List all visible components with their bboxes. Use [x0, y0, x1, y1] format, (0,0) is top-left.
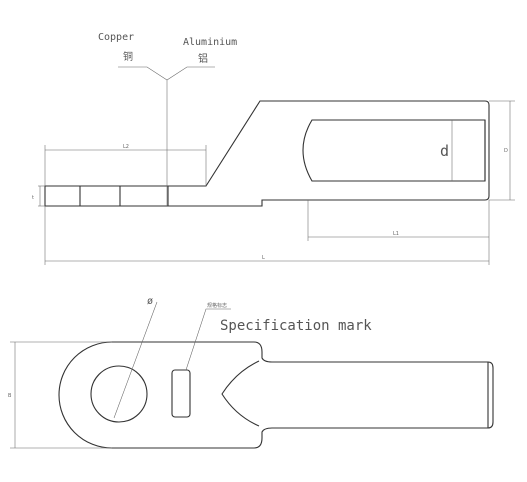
dim-L2: L2 [123, 144, 129, 150]
top-plan-view: ø B 规格标志 Specification mark [8, 296, 494, 449]
contact-hole-1 [80, 186, 120, 206]
lug-top-outline [58, 341, 494, 449]
dim-L1: L1 [393, 231, 399, 237]
side-section-view [44, 100, 490, 207]
spec-mark-label: Specification mark [220, 318, 372, 334]
spec-mark-cn-label: 规格标志 [207, 302, 227, 309]
dim-phi: ø [147, 296, 153, 307]
contact-hole-2 [170, 186, 172, 206]
dim-t: t [32, 195, 34, 201]
aluminium-label: Aluminium [183, 37, 237, 48]
material-callouts: Copper 铜 Aluminium 铝 [98, 32, 237, 206]
diameter-leader [113, 301, 158, 419]
lug-body-hatched [44, 100, 490, 207]
transition-v-notch [221, 360, 260, 427]
copper-leader [118, 66, 168, 81]
copper-label: Copper [98, 32, 134, 43]
spec-mark-slot [171, 369, 191, 418]
bolt-hole [90, 365, 148, 423]
aluminium-cn-label: 铝 [198, 53, 208, 65]
copper-cn-label: 铜 [123, 51, 133, 63]
aluminium-leader [166, 66, 215, 81]
dim-B: B [8, 393, 12, 399]
dim-D: D [504, 148, 508, 154]
dim-L: L [262, 255, 265, 261]
dim-d: d [440, 142, 449, 160]
spec-mark-leader [185, 308, 231, 371]
side-view-dimensions: L2 t L1 L d D [32, 100, 515, 265]
